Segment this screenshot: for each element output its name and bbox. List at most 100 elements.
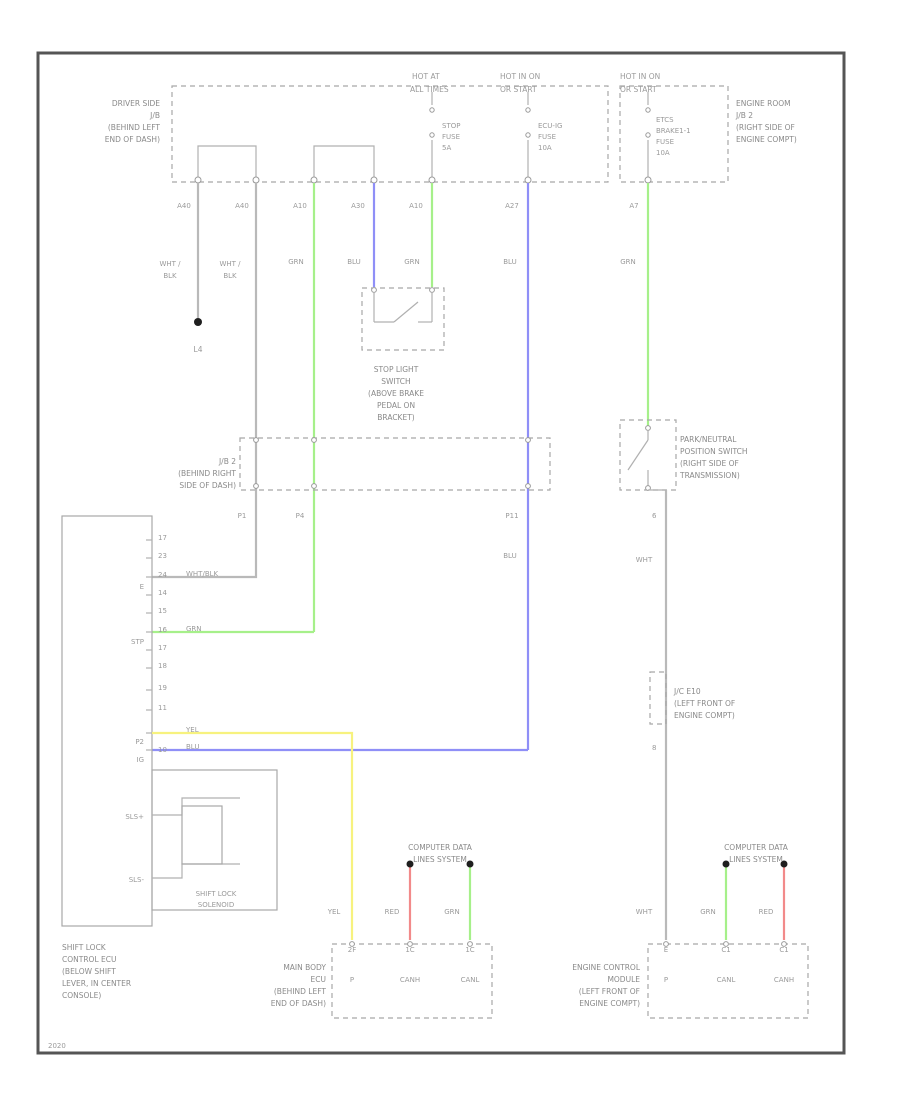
svg-text:TRANSMISSION): TRANSMISSION) bbox=[679, 471, 740, 480]
cdls-label-right: COMPUTER DATA LINES SYSTEM bbox=[724, 843, 789, 864]
svg-text:A10: A10 bbox=[293, 202, 307, 210]
hot-in-on-2b-label: OR START bbox=[620, 85, 657, 94]
ecu-pin-numbers: 17 23 24 14 15 16 17 18 19 11 10 bbox=[158, 534, 167, 754]
svg-text:P1: P1 bbox=[238, 512, 247, 520]
main-body-ecu-label: MAIN BODY ECU (BEHIND LEFT END OF DASH) bbox=[271, 963, 327, 1008]
svg-text:LEVER, IN CENTER: LEVER, IN CENTER bbox=[62, 979, 131, 988]
ground-label: L4 bbox=[194, 345, 203, 354]
svg-text:E: E bbox=[140, 583, 144, 591]
svg-text:16: 16 bbox=[158, 626, 167, 634]
svg-text:A40: A40 bbox=[235, 202, 249, 210]
svg-text:ENGINE ROOM: ENGINE ROOM bbox=[736, 99, 791, 108]
svg-text:CANH: CANH bbox=[774, 976, 794, 984]
svg-text:RED: RED bbox=[385, 908, 400, 916]
svg-text:CONSOLE): CONSOLE) bbox=[62, 991, 101, 1000]
svg-text:10A: 10A bbox=[656, 149, 670, 157]
svg-text:PARK/NEUTRAL: PARK/NEUTRAL bbox=[680, 435, 737, 444]
svg-text:GRN: GRN bbox=[404, 258, 420, 266]
ecu-pin-ticks bbox=[146, 539, 152, 751]
engine-room-jb-box bbox=[619, 85, 729, 183]
svg-text:PEDAL ON: PEDAL ON bbox=[377, 401, 415, 410]
svg-text:RED: RED bbox=[759, 908, 774, 916]
svg-text:(BELOW SHIFT: (BELOW SHIFT bbox=[62, 967, 116, 976]
solenoid-symbol bbox=[152, 797, 240, 879]
jb2-label: J/B 2 (BEHIND RIGHT SIDE OF DASH) bbox=[178, 457, 236, 490]
svg-text:IG: IG bbox=[137, 756, 145, 764]
svg-text:(BEHIND LEFT: (BEHIND LEFT bbox=[108, 123, 161, 132]
ecm-terminal-labels: P CANL CANH bbox=[664, 976, 794, 984]
shift-lock-solenoid-box bbox=[151, 769, 278, 911]
svg-text:MAIN BODY: MAIN BODY bbox=[283, 963, 326, 972]
jc-e10-label: J/C E10 (LEFT FRONT OF ENGINE COMPT) bbox=[673, 687, 735, 720]
svg-text:LINES SYSTEM: LINES SYSTEM bbox=[413, 855, 467, 864]
svg-text:BLK: BLK bbox=[163, 272, 177, 280]
stop-fuse bbox=[429, 92, 435, 178]
svg-text:P: P bbox=[350, 976, 354, 984]
svg-text:18: 18 bbox=[158, 662, 167, 670]
svg-text:CANH: CANH bbox=[400, 976, 420, 984]
svg-text:E: E bbox=[664, 946, 668, 954]
svg-text:POSITION SWITCH: POSITION SWITCH bbox=[680, 447, 748, 456]
cdls-dot-3 bbox=[722, 860, 730, 868]
svg-text:CONTROL ECU: CONTROL ECU bbox=[62, 955, 116, 964]
main-body-nodes bbox=[349, 941, 473, 947]
svg-text:P2: P2 bbox=[135, 738, 144, 746]
svg-text:WHT: WHT bbox=[636, 908, 653, 916]
svg-text:ECU: ECU bbox=[311, 975, 326, 984]
svg-text:WHT/BLK: WHT/BLK bbox=[186, 570, 219, 578]
jc-e10-box bbox=[649, 671, 667, 725]
svg-text:1C: 1C bbox=[405, 946, 414, 954]
svg-text:FUSE: FUSE bbox=[442, 133, 460, 141]
svg-text:A40: A40 bbox=[177, 202, 191, 210]
solenoid-label: SHIFT LOCK SOLENOID bbox=[196, 890, 237, 909]
ground-point bbox=[194, 318, 202, 326]
svg-text:ENGINE COMPT): ENGINE COMPT) bbox=[736, 135, 797, 144]
svg-text:CANL: CANL bbox=[461, 976, 480, 984]
diagram-frame bbox=[36, 51, 846, 1055]
stop-fuse-label: STOP FUSE 5A bbox=[442, 122, 460, 152]
svg-text:GRN: GRN bbox=[620, 258, 636, 266]
wire-wht-blk-ecu-e bbox=[152, 575, 258, 579]
svg-text:14: 14 bbox=[158, 589, 167, 597]
svg-text:J/C E10: J/C E10 bbox=[673, 687, 701, 696]
svg-text:(ABOVE BRAKE: (ABOVE BRAKE bbox=[368, 389, 424, 398]
svg-text:COMPUTER DATA: COMPUTER DATA bbox=[724, 843, 789, 852]
svg-text:BLU: BLU bbox=[347, 258, 360, 266]
svg-text:J/B 2: J/B 2 bbox=[735, 111, 753, 120]
hot-in-on-1b-label: OR START bbox=[500, 85, 537, 94]
svg-text:1C: 1C bbox=[465, 946, 474, 954]
svg-text:FUSE: FUSE bbox=[656, 138, 674, 146]
svg-text:(BEHIND LEFT: (BEHIND LEFT bbox=[274, 987, 327, 996]
svg-text:P4: P4 bbox=[296, 512, 305, 520]
svg-text:(BEHIND RIGHT: (BEHIND RIGHT bbox=[178, 469, 236, 478]
wire-color-labels: WHT / BLK WHT / BLK GRN BLU GRN BLU GRN … bbox=[159, 258, 773, 916]
svg-text:(RIGHT SIDE OF: (RIGHT SIDE OF bbox=[680, 459, 739, 468]
driver-jb-label: DRIVER SIDE J/B (BEHIND LEFT END OF DASH… bbox=[105, 99, 161, 144]
svg-text:CANL: CANL bbox=[717, 976, 736, 984]
svg-text:WHT /: WHT / bbox=[159, 260, 181, 268]
svg-text:10A: 10A bbox=[538, 144, 552, 152]
ecu-side-labels: E STP P2 IG SLS+ SLS- bbox=[125, 583, 144, 884]
svg-text:J/B: J/B bbox=[149, 111, 160, 120]
svg-text:GRN: GRN bbox=[444, 908, 460, 916]
svg-text:(RIGHT SIDE OF: (RIGHT SIDE OF bbox=[736, 123, 795, 132]
shift-lock-ecu-label: SHIFT LOCK CONTROL ECU (BELOW SHIFT LEVE… bbox=[62, 943, 131, 1000]
svg-text:5A: 5A bbox=[442, 144, 451, 152]
jb-jumper-mid bbox=[313, 145, 375, 178]
jb2-box bbox=[239, 437, 551, 491]
ecu-ig-fuse bbox=[525, 92, 531, 178]
svg-text:SHIFT LOCK: SHIFT LOCK bbox=[196, 890, 237, 898]
cdls-dot-1 bbox=[406, 860, 414, 868]
svg-text:ENGINE CONTROL: ENGINE CONTROL bbox=[572, 963, 641, 972]
svg-text:BLK: BLK bbox=[223, 272, 237, 280]
jb2-pin-labels: P1 P4 P11 bbox=[238, 512, 519, 520]
svg-text:A27: A27 bbox=[505, 202, 519, 210]
jb2-nodes bbox=[253, 437, 531, 489]
svg-text:WHT /: WHT / bbox=[219, 260, 241, 268]
svg-text:DRIVER SIDE: DRIVER SIDE bbox=[112, 99, 160, 108]
svg-text:END OF DASH): END OF DASH) bbox=[105, 135, 160, 144]
svg-text:C1: C1 bbox=[721, 946, 730, 954]
svg-text:BLU: BLU bbox=[186, 743, 199, 751]
svg-text:LINES SYSTEM: LINES SYSTEM bbox=[729, 855, 783, 864]
